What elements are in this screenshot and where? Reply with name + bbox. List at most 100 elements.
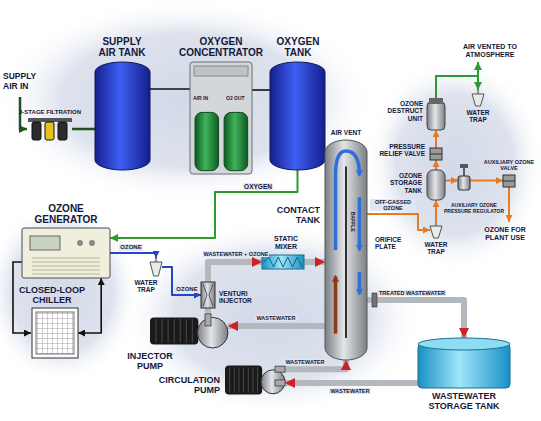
region <box>365 57 541 273</box>
oxygen-tank: OXYGEN TANK <box>270 62 325 170</box>
flow-label: OFF-GASSED OZONE <box>370 199 416 211</box>
region <box>122 220 422 416</box>
flow-label: TREATED WASTEWATER <box>378 290 446 296</box>
unit-cap <box>429 98 443 104</box>
node-label: WATER TRAP <box>417 241 455 256</box>
injector-pump: INJECTOR PUMP <box>150 314 228 348</box>
water-trap: WATER TRAP <box>430 222 442 238</box>
ozone-generator: OZONE GENERATOR <box>22 228 110 278</box>
filter-cartridge <box>45 122 54 140</box>
tank-shell <box>325 140 367 360</box>
tank-body <box>95 62 150 170</box>
pump-motor <box>150 317 198 344</box>
baffle <box>345 166 347 338</box>
water-trap-shape <box>472 90 484 106</box>
node-label: WASTEWATER STORAGE TANK <box>422 391 506 411</box>
chiller-case <box>32 308 78 358</box>
valve-stem <box>503 181 515 182</box>
regulator-body <box>458 176 470 190</box>
ozone-storage-tank-shape <box>427 170 445 200</box>
flow-arrow <box>358 197 362 250</box>
venturi: VENTURI INJECTOR <box>201 282 215 308</box>
motor-fin <box>257 367 258 392</box>
ozone-line <box>110 253 156 258</box>
display <box>30 236 60 250</box>
trap-bowl <box>150 262 162 276</box>
ozone-line <box>445 180 458 182</box>
ozone-line <box>470 180 503 182</box>
node-label: AIR VENT <box>331 129 361 136</box>
ozone-valve: AUXILIARY OZONE VALVE <box>503 175 515 187</box>
ozone-valve-shape <box>503 175 515 187</box>
pump-housing <box>261 370 285 394</box>
node-label: CLOSED-LOOP CHILLER <box>10 285 94 305</box>
orifice-plate <box>372 293 377 307</box>
water-pipe <box>208 262 262 282</box>
water-trap-shape <box>430 222 442 238</box>
node-label: OZONE STORAGE TANK <box>376 172 422 194</box>
storage-tank-shape <box>418 338 510 388</box>
destruct-unit-shape <box>427 98 445 130</box>
destruct-unit: OZONE DESTRUCT UNIT <box>427 98 445 130</box>
filter-unit: 3-STAGE FILTRATION <box>28 118 72 140</box>
water-trap: WATER TRAP <box>472 90 484 106</box>
flow-label: OXYGEN <box>243 183 273 190</box>
flow-label: OZONE <box>119 244 142 251</box>
filter-cartridge <box>58 122 67 140</box>
annotation: AIR VENTED TO ATMOSPHERE <box>450 43 530 59</box>
node-label: CIRCULATION PUMP <box>154 375 220 395</box>
regulator-knob <box>460 164 468 168</box>
pressure-regulator: AUXILIARY OZONE PRESSURE REGULATOR <box>458 176 470 190</box>
motor-fin <box>180 319 181 343</box>
node-label: STATIC MIXER <box>266 235 306 251</box>
node-label: AIR IN <box>193 96 215 102</box>
valve-body <box>430 148 442 160</box>
water-pipe <box>228 323 325 329</box>
ozone-line <box>435 200 437 222</box>
motor-fin <box>243 367 244 392</box>
ozone-line <box>435 160 437 170</box>
node-label: CONTACT TANK <box>272 205 320 225</box>
tank-body <box>270 62 325 170</box>
chiller: CLOSED-LOOP CHILLER <box>32 308 78 358</box>
water-pipe <box>367 300 464 338</box>
node-label: AUXILIARY OZONE PRESSURE REGULATOR <box>442 203 506 214</box>
node-label: OXYGEN TANK <box>267 36 329 58</box>
pressure-regulator-shape <box>458 176 470 190</box>
knob <box>77 240 83 246</box>
node-label: O2 OUT <box>226 96 250 102</box>
node-label: BAFFLE <box>349 212 355 232</box>
air-line <box>150 88 190 90</box>
injector-pump-shape <box>150 314 228 348</box>
vent-slot <box>32 266 100 267</box>
tank-rim <box>418 338 510 350</box>
annotation: OZONE FOR PLANT USE <box>475 226 535 242</box>
air-line <box>72 128 95 131</box>
flow-arrow <box>334 276 338 333</box>
air-tank: SUPPLY AIR TANK <box>95 62 150 170</box>
trap-bowl <box>430 226 442 238</box>
flow-label: WASTEWATER <box>329 388 370 394</box>
unit-body <box>427 102 445 130</box>
node-label: ORIFICE PLATE <box>375 236 411 251</box>
mixer-element <box>264 257 302 267</box>
ozone-line <box>435 130 437 148</box>
circulation-pump: CIRCULATION PUMP <box>225 362 285 398</box>
relief-valve: PRESSURE RELIEF VALVE <box>430 148 442 160</box>
ozone-storage-tank: OZONE STORAGE TANK <box>427 170 445 200</box>
contact-tank: CONTACT TANKAIR VENTBAFFLEORIFICE PLATE <box>325 140 367 360</box>
vent-slot <box>32 270 100 271</box>
pump-outlet <box>275 366 285 372</box>
air-tank-shape <box>95 62 150 170</box>
concentrator: OXYGEN CONCENTRATORAIR INO2 OUT <box>190 62 252 174</box>
ozone-line <box>162 267 201 295</box>
valve-stem <box>430 154 442 155</box>
generator-case <box>22 228 110 278</box>
trap-bowl <box>472 94 484 106</box>
motor-fin <box>192 319 193 343</box>
water-trap: WATER TRAP <box>150 258 162 276</box>
filter-unit-shape <box>28 118 72 140</box>
venturi-body <box>201 282 215 308</box>
motor-fin <box>229 367 230 392</box>
water-pipe <box>285 380 418 386</box>
